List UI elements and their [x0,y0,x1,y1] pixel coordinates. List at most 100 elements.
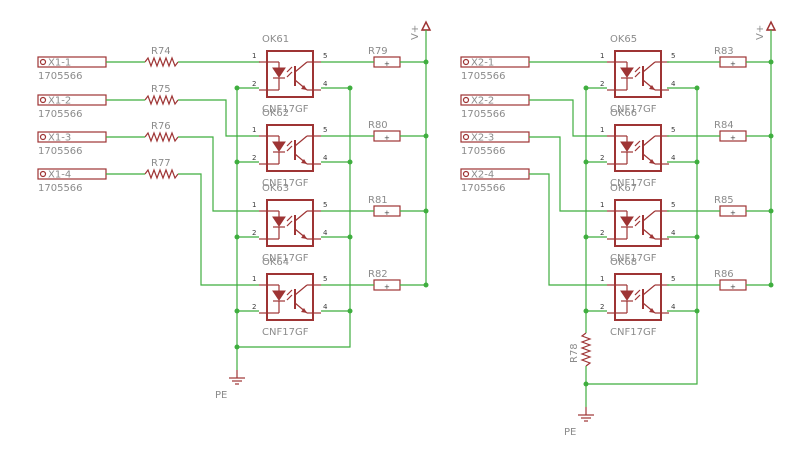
optocoupler-ref: OK67 [610,183,637,194]
resistor-r85: +R85 [714,195,747,217]
resistor-r76: R76 [144,121,179,143]
emitter-bus [586,88,698,385]
resistor-label: R76 [151,121,171,132]
resistor-polarity-mark: + [730,134,736,142]
resistor-polarity-mark: + [730,60,736,68]
connector-pin-icon [39,170,47,178]
connector-label: X1-3 [48,133,71,144]
pin-number: 4 [671,229,676,237]
signal-wire [529,173,607,286]
pin-number: 1 [252,201,256,209]
pin-number: 4 [323,80,328,88]
optocoupler-body [266,124,314,172]
emitter-arrow-icon [649,85,655,90]
emitter-arrow-icon [301,85,307,90]
resistor-polarity-mark: + [384,134,390,142]
connector-part-number: 1705566 [461,183,506,194]
light-arrow-icon [286,66,293,73]
connector-pin-icon [39,133,47,141]
junction-dot [423,282,429,288]
connector-part-number: 1705566 [38,109,83,120]
emitter-bus [237,88,351,348]
junction-dot [768,133,774,139]
junction-dot [234,344,240,350]
light-arrow-icon [634,71,641,78]
light-arrow-icon [286,140,293,147]
optocoupler-body [614,199,662,247]
light-arrow-icon [634,140,641,147]
junction-dot [768,208,774,214]
emitter-arrow-icon [301,308,307,313]
connector-part-number: 1705566 [461,146,506,157]
optocoupler-ref: OK65 [610,34,637,45]
supply-arrow-icon [420,20,432,31]
optocoupler-body [614,50,662,98]
supply-arrow-icon [765,20,777,31]
junction-dot [768,282,774,288]
pin-number: 1 [600,126,604,134]
connector-label: X2-1 [471,58,494,69]
led-diode-icon [620,141,634,152]
resistor-zigzag [144,131,179,143]
led-diode-icon [272,67,286,78]
resistor-label: R75 [151,84,171,95]
resistor-polarity-mark: + [730,283,736,291]
transistor-collector [642,135,656,147]
optocoupler-value: CNF17GF [610,178,657,189]
light-arrow-icon [634,289,641,296]
signal-wire [529,136,607,212]
light-arrow-icon [634,145,641,152]
pin-number: 2 [600,229,604,237]
optocoupler-value: CNF17GF [610,104,657,115]
optocoupler-body [614,273,662,321]
transistor-collector [642,284,656,296]
resistor-r86: +R86 [714,269,747,291]
ground-symbol-icon: PE [564,407,594,438]
pin-number: 2 [600,80,604,88]
connector-part-number: 1705566 [38,71,83,82]
resistor-label: R84 [714,120,734,131]
ground-label: PE [564,427,576,438]
resistor-zigzag [580,332,592,367]
signal-wire [178,99,259,137]
connector-x1-1: X1-1 1705566 [37,56,107,82]
pin-number: 2 [252,303,256,311]
light-arrow-icon [286,294,293,301]
resistor-r80: +R80 [368,120,401,142]
connector-pin-icon [462,96,470,104]
resistor-r83: +R83 [714,46,747,68]
resistor-r79: +R79 [368,46,401,68]
resistor-r74: R74 [144,46,179,68]
junction-dot [423,133,429,139]
optocoupler-ref: OK64 [262,257,289,268]
resistor-zigzag [144,168,179,180]
right-channel-block: V+X2-11705566X2-21705566X2-31705566X2-41… [460,20,777,438]
left-channel-block: V+X1-11705566R74X1-21705566R75X1-3170556… [37,20,432,401]
pin-number: 4 [671,303,676,311]
emitter-arrow-icon [649,308,655,313]
pin-number: 2 [252,229,256,237]
led-diode-icon [620,216,634,227]
resistor-label: R81 [368,195,388,206]
signal-wire [178,136,259,212]
connector-label: X1-1 [48,58,71,69]
optocoupler-body [266,273,314,321]
connector-pin-icon [462,58,470,66]
transistor-collector [294,135,308,147]
optocoupler-value: CNF17GF [610,327,657,338]
pin-number: 1 [252,275,256,283]
connector-part-number: 1705566 [461,71,506,82]
resistor-r82: +R82 [368,269,401,291]
pin-number: 5 [323,275,327,283]
emitter-arrow-icon [649,159,655,164]
pin-number: 5 [671,126,675,134]
